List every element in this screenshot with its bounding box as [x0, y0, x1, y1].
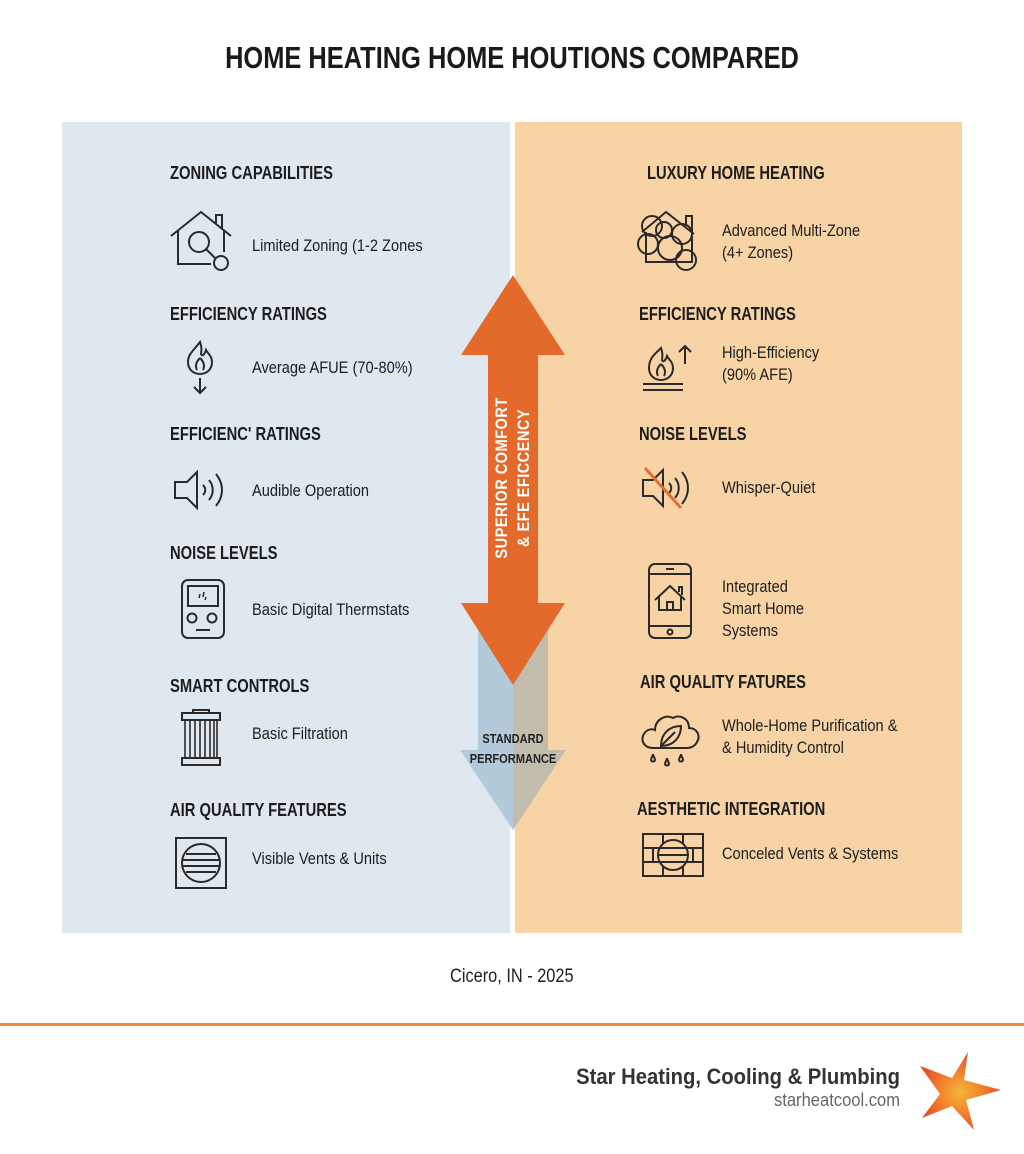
left-label: Visible Vents & Units [252, 849, 387, 868]
standard-performance-label: STANDARD PERFORMANCE [469, 731, 557, 766]
superior-comfort-label: SUPERIOR COMFORT & EFE EFICCENCY [492, 397, 533, 559]
company-name: Star Heating, Cooling & Plumbing [576, 1064, 900, 1089]
house-search-icon [168, 208, 234, 274]
accent-divider [0, 1023, 1024, 1026]
left-heading: AIR QUALITY FEATURES [170, 800, 347, 820]
concealed-vent-icon [641, 832, 705, 878]
smartphone-home-icon [647, 562, 693, 640]
star-logo-icon [918, 1050, 1002, 1137]
speaker-muted-icon [641, 466, 693, 510]
vent-grille-icon [174, 836, 228, 890]
thermostat-icon [180, 578, 226, 640]
right-label: Integrated Smart Home Systems [722, 577, 805, 640]
left-label: Basic Digital Thermstats [252, 600, 410, 619]
right-heading: LUXURY HOME HEATING [647, 163, 825, 183]
left-heading: EFFICIENC' RATINGS [170, 424, 321, 444]
right-heading: AESTHETIC INTEGRATION [637, 799, 826, 819]
page-title: HOME HEATING HOME HOUTIONS COMPARED [225, 40, 799, 75]
left-heading: ZONING CAPABILITIES [170, 163, 333, 183]
standard-heating-panel [62, 122, 510, 933]
right-label: Whole-Home Purification & & Humidity Con… [722, 716, 898, 757]
left-label: Basic Filtration [252, 724, 348, 743]
luxury-heating-panel [515, 122, 962, 933]
left-heading: EFFICIENCY RATINGS [170, 304, 327, 324]
left-label: Limited Zoning (1-2 Zones [252, 236, 423, 255]
cloud-leaf-icon [639, 710, 701, 770]
right-label: Advanced Multi-Zone (4+ Zones) [722, 221, 861, 262]
air-filter-icon [181, 708, 221, 768]
left-heading: NOISE LEVELS [170, 543, 278, 563]
comparison-arrow [460, 275, 566, 840]
right-heading: EFFICIENCY RATINGS [639, 304, 796, 324]
left-label: Average AFUE (70-80%) [252, 358, 413, 377]
house-multi-zone-icon [634, 206, 706, 272]
speaker-sound-icon [173, 468, 227, 512]
company-website[interactable]: starheatcool.com [773, 1090, 900, 1110]
right-label: High-Efficiency (90% AFE) [722, 343, 820, 384]
right-label: Whisper-Quiet [722, 478, 816, 497]
left-label: Audible Operation [252, 481, 370, 500]
right-label: Conceled Vents & Systems [722, 844, 899, 863]
right-heading: AIR QUALITY FATURES [640, 672, 806, 692]
flame-up-arrow-icon [641, 342, 699, 392]
right-heading: NOISE LEVELS [639, 424, 747, 444]
location-caption: Cicero, IN - 2025 [450, 966, 574, 987]
flame-down-arrow-icon [184, 340, 216, 396]
left-heading: SMART CONTROLS [170, 676, 310, 696]
